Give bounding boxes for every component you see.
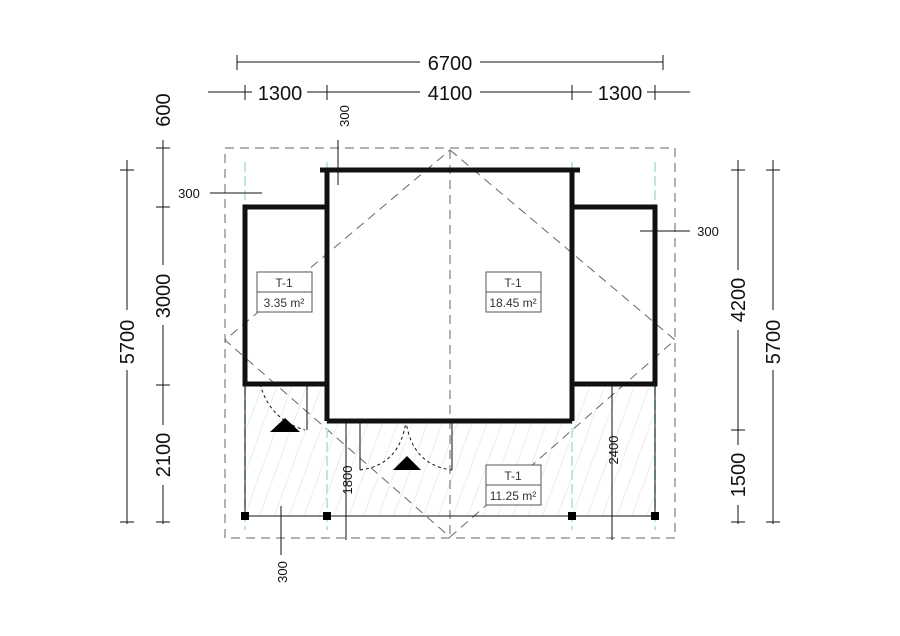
svg-text:300: 300 [697, 224, 719, 239]
dimension-right: 4200 1500 5700 [725, 160, 786, 524]
room-label: T-1 11.25 m² [485, 464, 542, 506]
svg-text:300: 300 [337, 105, 352, 127]
svg-text:5700: 5700 [763, 320, 785, 365]
walls [242, 167, 658, 517]
svg-text:4200: 4200 [728, 278, 750, 323]
dimension-top: 6700 1300 4100 1300 [208, 50, 690, 105]
room-label: T-1 18.45 m² [485, 271, 542, 313]
svg-text:300: 300 [275, 561, 290, 583]
svg-text:6700: 6700 [428, 53, 473, 75]
svg-text:2400: 2400 [606, 436, 621, 465]
entry-arrow-icon [393, 456, 421, 470]
svg-text:11.25 m²: 11.25 m² [490, 489, 536, 503]
svg-text:1300: 1300 [258, 83, 303, 105]
svg-text:1800: 1800 [340, 466, 355, 495]
svg-text:T-1: T-1 [504, 276, 522, 290]
dimension-walls: 300 300 300 300 1800 2400 [178, 105, 719, 583]
svg-text:T-1: T-1 [504, 469, 522, 483]
svg-text:1500: 1500 [728, 453, 750, 498]
svg-text:T-1: T-1 [275, 276, 293, 290]
doors [259, 383, 535, 471]
dimension-left: 5700 600 3000 2100 [114, 88, 176, 524]
svg-text:18.45 m²: 18.45 m² [489, 296, 536, 310]
svg-text:600: 600 [153, 93, 175, 126]
entry-arrow-icon [270, 418, 300, 432]
svg-text:2100: 2100 [153, 433, 175, 478]
svg-text:1300: 1300 [598, 83, 643, 105]
svg-text:4100: 4100 [428, 83, 473, 105]
svg-text:3000: 3000 [153, 274, 175, 319]
svg-text:3.35 m²: 3.35 m² [264, 296, 305, 310]
svg-text:300: 300 [178, 186, 200, 201]
svg-text:5700: 5700 [117, 320, 139, 365]
roof-outline [224, 147, 676, 539]
room-label: T-1 3.35 m² [256, 271, 313, 313]
posts [241, 512, 659, 520]
